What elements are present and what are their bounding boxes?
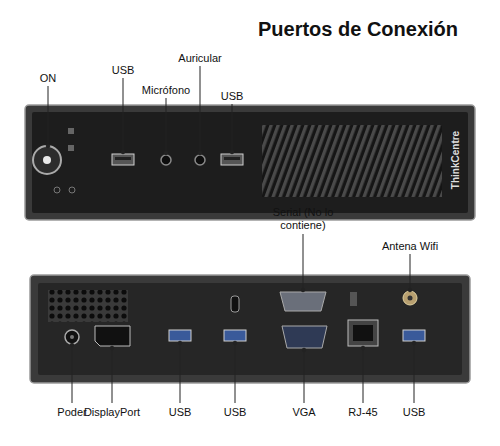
brand-label: ThinkCentre — [449, 131, 462, 189]
port-label: VGA — [292, 406, 315, 419]
port-label: USB — [221, 90, 244, 103]
port-label: USB — [224, 406, 247, 419]
rear-panel — [30, 275, 470, 383]
leader-lines — [46, 66, 416, 403]
port-label: USB — [112, 64, 135, 77]
port-label: Poder — [57, 406, 86, 419]
front-panel — [25, 105, 475, 220]
port-label: Micrófono — [142, 84, 190, 97]
port-label: USB — [169, 406, 192, 419]
port-label: Antena Wifi — [382, 240, 438, 253]
port-label: Auricular — [178, 52, 221, 65]
port-label: RJ-45 — [348, 406, 377, 419]
port-label: USB — [403, 406, 426, 419]
port-label: DisplayPort — [84, 406, 140, 419]
port-label: Serial (No lo contiene) — [255, 206, 351, 232]
title: Puertos de Conexión — [258, 18, 458, 41]
port-label: ON — [40, 72, 57, 85]
